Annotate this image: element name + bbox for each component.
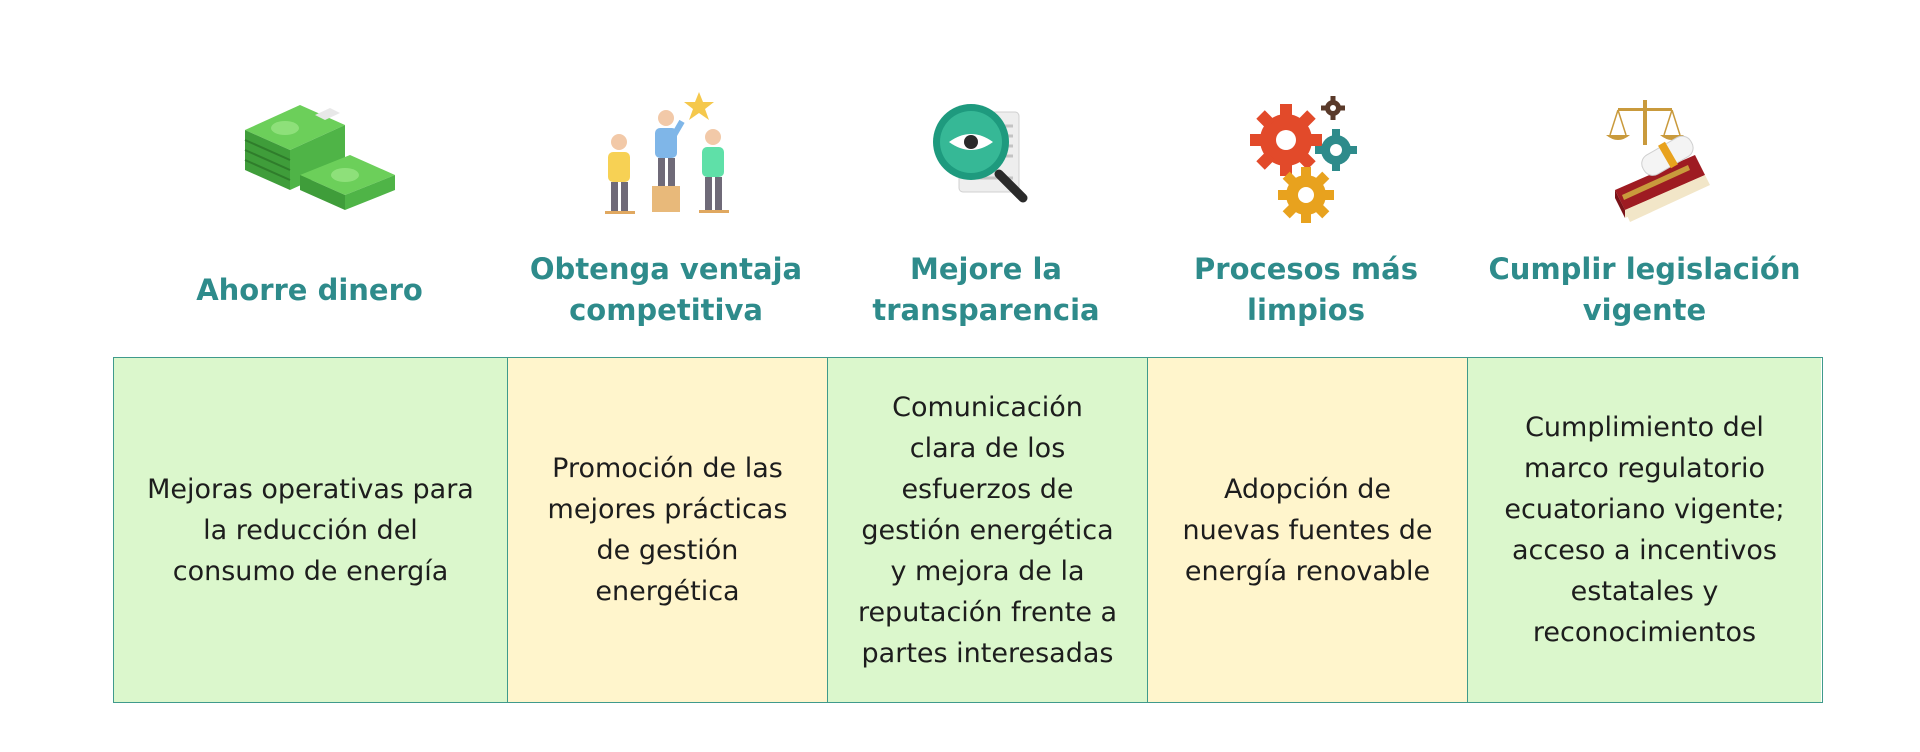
- benefit-description: Promoción de las mejores prácticas de ge…: [547, 453, 788, 607]
- benefit-title: Cumplir legislación vigente: [1488, 252, 1801, 327]
- benefit-header-5: Cumplir legislación vigente: [1466, 90, 1823, 340]
- benefit-title: Mejore la transparencia: [872, 252, 1100, 327]
- benefit-description-cell: Cumplimiento del marco regulatorio ecuat…: [1467, 358, 1821, 702]
- benefit-description-cell: Comunicación clara de los esfuerzos de g…: [827, 358, 1147, 702]
- benefit-description: Adopción de nuevas fuentes de energía re…: [1182, 473, 1433, 587]
- law-scale-book-icon: [1560, 90, 1730, 230]
- benefits-header-row: Ahorre dinero: [113, 90, 1823, 340]
- benefits-description-grid: Mejoras operativas para la reducción del…: [113, 357, 1823, 703]
- team-competition-icon: [581, 90, 751, 230]
- benefit-header-3: Mejore la transparencia: [826, 90, 1146, 340]
- benefit-description: Comunicación clara de los esfuerzos de g…: [857, 391, 1118, 669]
- benefit-header-2: Obtenga ventaja competitiva: [506, 90, 826, 340]
- benefit-title: Procesos más limpios: [1194, 252, 1418, 327]
- benefit-description-cell: Mejoras operativas para la reducción del…: [114, 358, 507, 702]
- money-stack-icon: [225, 90, 395, 230]
- benefit-description: Mejoras operativas para la reducción del…: [147, 473, 474, 587]
- benefit-header-4: Procesos más limpios: [1146, 90, 1466, 340]
- benefit-header-1: Ahorre dinero: [113, 90, 506, 340]
- gears-icon: [1221, 90, 1391, 230]
- magnifier-eye-document-icon: [901, 90, 1071, 230]
- benefit-description-cell: Adopción de nuevas fuentes de energía re…: [1147, 358, 1467, 702]
- benefit-title: Ahorre dinero: [196, 272, 423, 307]
- benefit-description-cell: Promoción de las mejores prácticas de ge…: [507, 358, 827, 702]
- benefit-description: Cumplimiento del marco regulatorio ecuat…: [1504, 412, 1785, 648]
- benefit-title: Obtenga ventaja competitiva: [529, 252, 803, 327]
